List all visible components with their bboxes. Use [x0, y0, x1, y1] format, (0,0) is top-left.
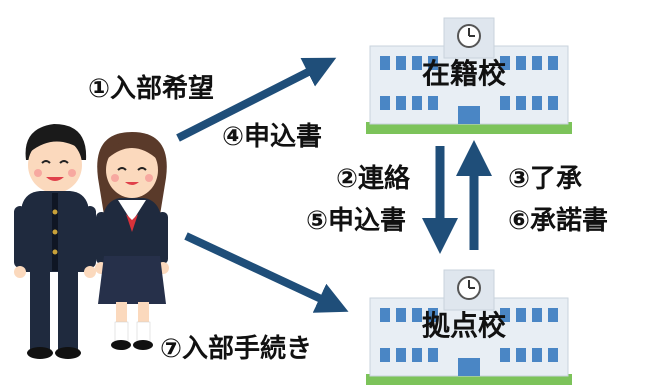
current-school-name: 在籍校 [422, 57, 507, 90]
step-2-label: ②連絡 [336, 164, 411, 194]
step-3-label: ③了承 [508, 164, 583, 194]
base-school: 拠点校 [366, 262, 572, 385]
base-school-name: 拠点校 [422, 309, 507, 342]
school-building-icon [366, 269, 572, 385]
girl-student-icon [95, 132, 169, 350]
step-4-label: ④申込書 [222, 122, 323, 152]
step-5-label: ⑤申込書 [306, 206, 407, 236]
current-school: 在籍校 [366, 10, 572, 134]
step-1-label: ①入部希望 [88, 74, 215, 104]
school-building-icon [366, 17, 572, 134]
step-6-label: ⑥承諾書 [508, 206, 609, 236]
arrow-student-to-current-school [176, 57, 337, 142]
boy-student-icon [14, 124, 96, 359]
step-7-label: ⑦入部手続き [160, 334, 313, 364]
arrow-student-to-base-school [184, 232, 349, 313]
